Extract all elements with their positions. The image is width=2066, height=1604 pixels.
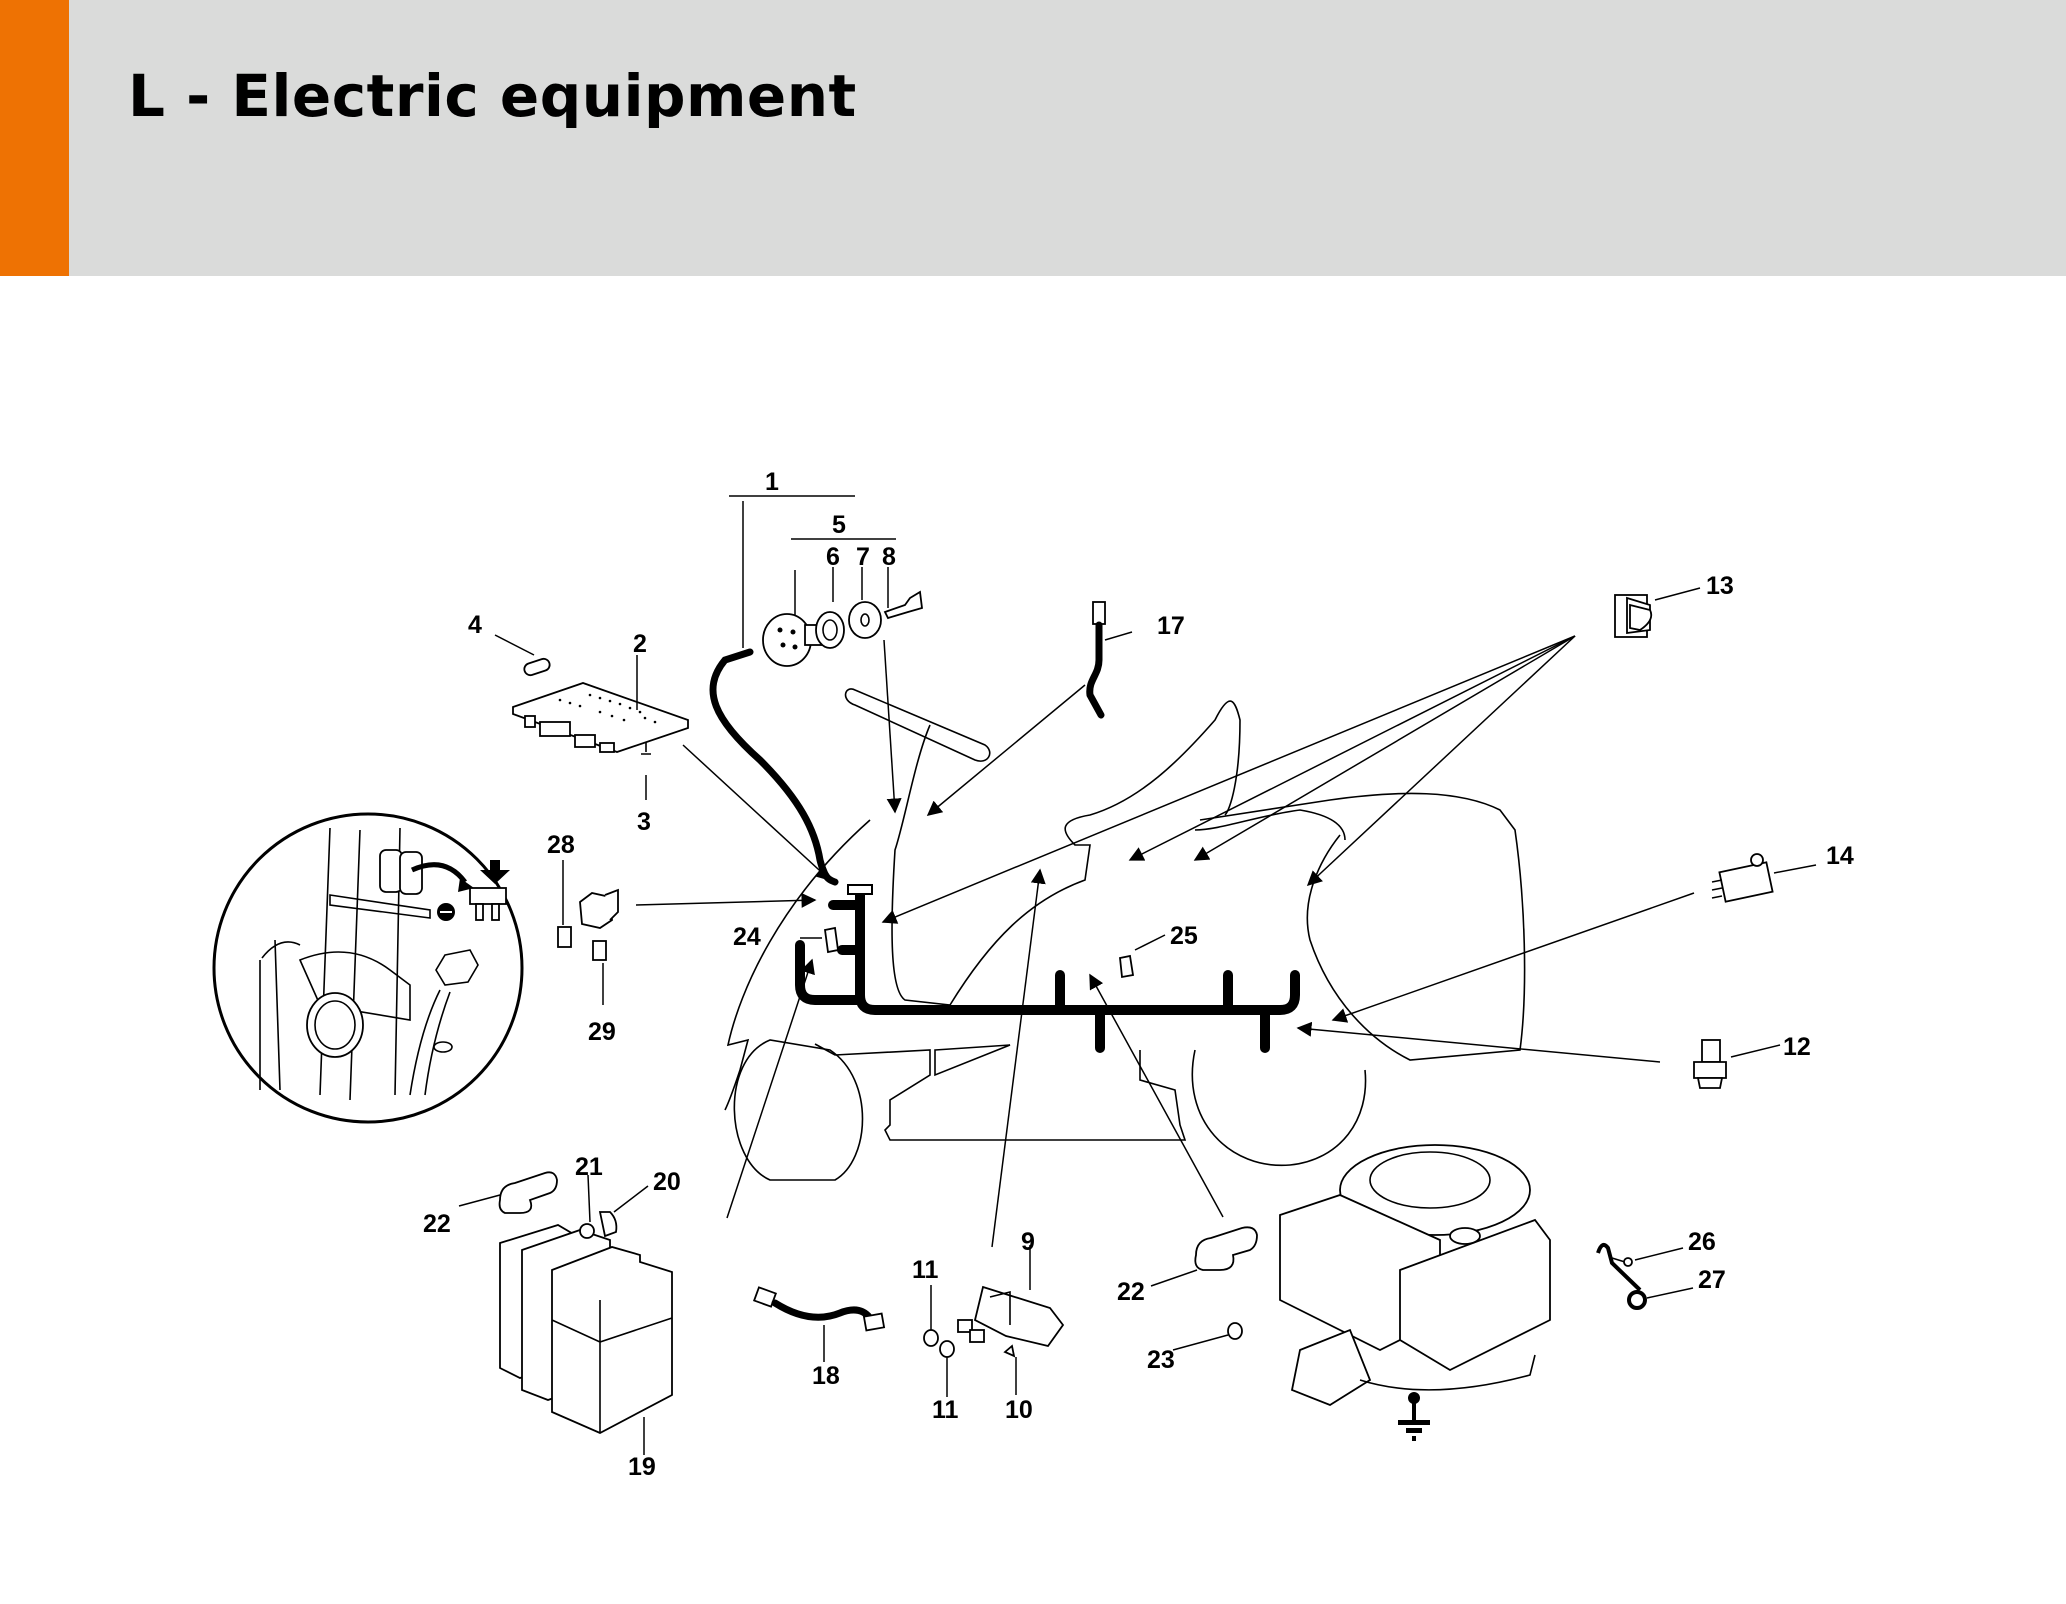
callout-6: 6 [826, 543, 840, 571]
microswitch-part-14 [1711, 853, 1774, 903]
callout-27: 27 [1698, 1266, 1726, 1294]
rocker-switch-part-13 [1614, 594, 1653, 638]
callout-12: 12 [1783, 1033, 1811, 1061]
callout-labels: 1 2 3 4 5 6 7 8 9 10 11 11 12 13 14 17 1… [423, 468, 1854, 1481]
callout-22a: 22 [423, 1210, 451, 1238]
fuse-part-4 [523, 657, 551, 677]
nut-part-6 [815, 611, 845, 649]
engine [1279, 1144, 1551, 1441]
callout-4: 4 [468, 611, 482, 639]
battery-part-19 [551, 1246, 673, 1434]
control-board-group [512, 657, 689, 755]
ignition-switch-group [762, 590, 923, 667]
callout-20: 20 [653, 1168, 681, 1196]
callout-17: 17 [1157, 612, 1185, 640]
sensor-wire-part-17 [1086, 601, 1106, 719]
cap-and-nut [1194, 1226, 1258, 1340]
arrow-down-icon [480, 860, 510, 884]
key-part-8 [883, 590, 923, 620]
callout-25: 25 [1170, 922, 1198, 950]
callout-26: 26 [1688, 1228, 1716, 1256]
callout-23: 23 [1147, 1346, 1175, 1374]
nut-part-11b [939, 1340, 955, 1358]
nut-part-11a [923, 1329, 939, 1347]
washer-part-7 [848, 601, 882, 639]
callout-24: 24 [733, 923, 761, 951]
callout-13: 13 [1706, 572, 1734, 600]
callout-22b: 22 [1117, 1278, 1145, 1306]
callout-11a: 11 [912, 1256, 939, 1284]
callout-3: 3 [637, 808, 651, 836]
header-accent-bar [0, 0, 69, 276]
cable-part-18 [752, 1286, 886, 1332]
callout-1: 1 [765, 468, 779, 496]
page-title: L - Electric equipment [128, 62, 857, 130]
callout-2: 2 [633, 630, 647, 658]
clip-part-24 [823, 926, 840, 954]
screw-part-21 [579, 1223, 595, 1239]
callout-10: 10 [1005, 1396, 1033, 1424]
callout-14: 14 [1826, 842, 1854, 870]
terminal-cap-part-22b [1194, 1226, 1258, 1271]
ground-symbol-icon [1398, 1420, 1430, 1425]
callout-18: 18 [812, 1362, 840, 1390]
screw-part-10 [1003, 1344, 1016, 1358]
callout-19: 19 [628, 1453, 656, 1481]
fuse-detail-inset [212, 812, 524, 1124]
callout-5: 5 [832, 511, 846, 539]
wiring-harness [709, 648, 1300, 1053]
callout-28: 28 [547, 831, 575, 859]
battery-group [498, 1171, 673, 1434]
relay-and-fuses [557, 888, 619, 961]
page-header: L - Electric equipment [0, 0, 2066, 276]
bracket-part-20 [598, 1211, 618, 1238]
solenoid-part-9 [973, 1285, 1065, 1348]
solenoid-group [923, 1285, 1065, 1358]
fuse-part-28 [557, 926, 572, 948]
terminal-cap-part-22a [498, 1171, 558, 1214]
fuse-inset [469, 887, 507, 905]
pressure-sensor-part-12 [1693, 1039, 1727, 1089]
nut-part-23 [1227, 1322, 1243, 1340]
harness-connector [847, 884, 873, 895]
callout-7: 7 [856, 543, 870, 571]
leader-lines [458, 495, 1817, 1455]
callout-29: 29 [588, 1018, 616, 1046]
tractor-outline [724, 688, 1526, 1181]
callout-21: 21 [575, 1153, 603, 1181]
spring-parts-26-27 [1596, 1243, 1647, 1310]
relay [579, 892, 613, 929]
clip-part-25 [1119, 954, 1135, 979]
fuse-part-29 [592, 940, 607, 961]
screw-part-3 [641, 742, 651, 755]
callout-9: 9 [1021, 1228, 1035, 1256]
callout-11b: 11 [932, 1396, 959, 1424]
callout-8: 8 [882, 543, 896, 571]
